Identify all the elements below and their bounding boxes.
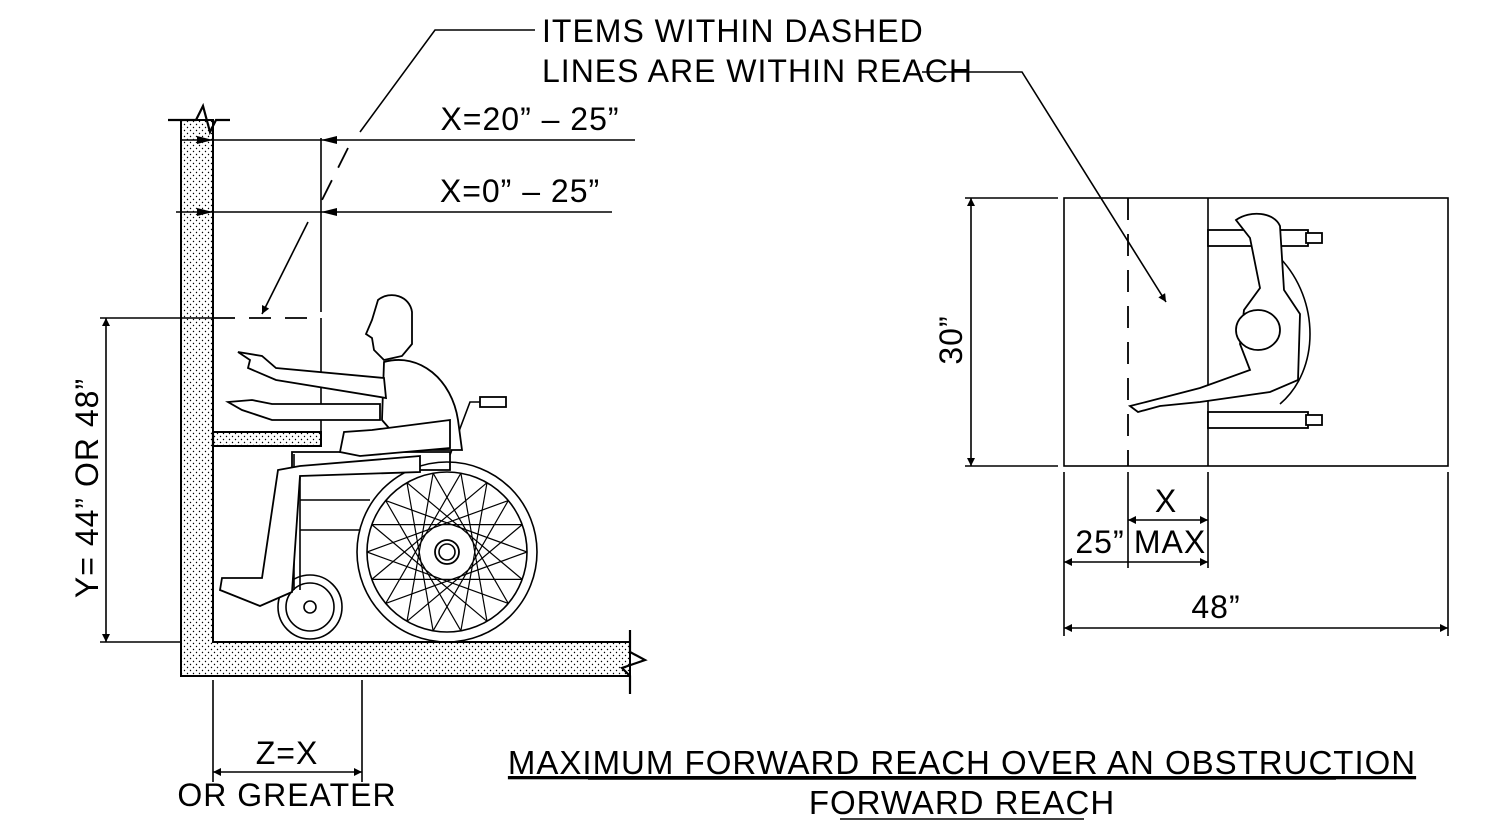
depth-label: 30”: [933, 315, 969, 364]
front-caster: [277, 574, 343, 640]
max-label-text: MAX: [1134, 524, 1206, 560]
spoke: [406, 473, 434, 622]
spoke: [385, 472, 462, 604]
counter-obstruction: [212, 431, 322, 447]
title-line1: MAXIMUM FORWARD REACH OVER AN OBSTRUCTIO…: [508, 744, 1416, 781]
head-plan: [1235, 309, 1281, 351]
spoke: [406, 524, 523, 622]
lower-arm-reach: [225, 399, 381, 421]
callout-leader-left-b: [261, 221, 309, 315]
spoke: [366, 551, 509, 604]
title-line2: FORWARD REACH: [809, 784, 1115, 821]
spoke: [460, 482, 488, 631]
y-dim-label: Y= 44” OR 48”: [69, 378, 105, 598]
rear-wheel: [356, 461, 538, 643]
x-lower-label: X=0” – 25”: [440, 173, 600, 209]
seated-person: [218, 294, 464, 607]
floor-break-right: [619, 630, 648, 694]
spoke: [385, 500, 462, 632]
max-label-value: 25”: [1075, 524, 1124, 560]
x-upper-label: X=20” – 25”: [440, 101, 619, 137]
callout-line2: LINES ARE WITHIN REACH: [542, 53, 973, 89]
reach-diagonal-dashed: [321, 147, 349, 201]
clear-floor-space: [1063, 197, 1449, 467]
head: [364, 294, 413, 361]
x-plan-label: X: [1155, 483, 1177, 519]
wheel-spokes: [366, 472, 528, 632]
spoke: [366, 500, 509, 553]
spoke: [432, 500, 509, 632]
legs: [218, 455, 421, 607]
spoke: [371, 482, 488, 580]
callout-leader-left-a: [359, 29, 535, 133]
callout: ITEMS WITHIN DASHED LINES ARE WITHIN REA…: [261, 13, 1167, 315]
wall-break-top: [168, 102, 230, 136]
spoke: [385, 551, 528, 604]
callout-line1: ITEMS WITHIN DASHED: [542, 13, 924, 49]
spoke: [371, 524, 488, 622]
width-label: 48”: [1191, 589, 1240, 625]
spoke: [385, 500, 528, 553]
z-label-line2: OR GREATER: [177, 777, 396, 813]
spoke: [406, 482, 523, 580]
wheelchair-plan: [1127, 212, 1323, 429]
spoke: [406, 482, 434, 631]
callout-leader-right: [922, 71, 1167, 303]
plan-view: 30” X 25” MAX 48”: [933, 197, 1449, 636]
spoke: [460, 473, 488, 622]
side-view: X=20” – 25” X=0” – 25” Y= 44” OR 48” Z=X…: [69, 101, 648, 813]
spoke: [432, 472, 509, 604]
push-handle: [479, 396, 507, 408]
upper-arm-reach: [237, 351, 388, 400]
z-label-line1: Z=X: [256, 735, 319, 771]
resting-arm: [338, 418, 451, 457]
person-plan: [1127, 212, 1301, 413]
title-block: MAXIMUM FORWARD REACH OVER AN OBSTRUCTIO…: [508, 744, 1416, 821]
